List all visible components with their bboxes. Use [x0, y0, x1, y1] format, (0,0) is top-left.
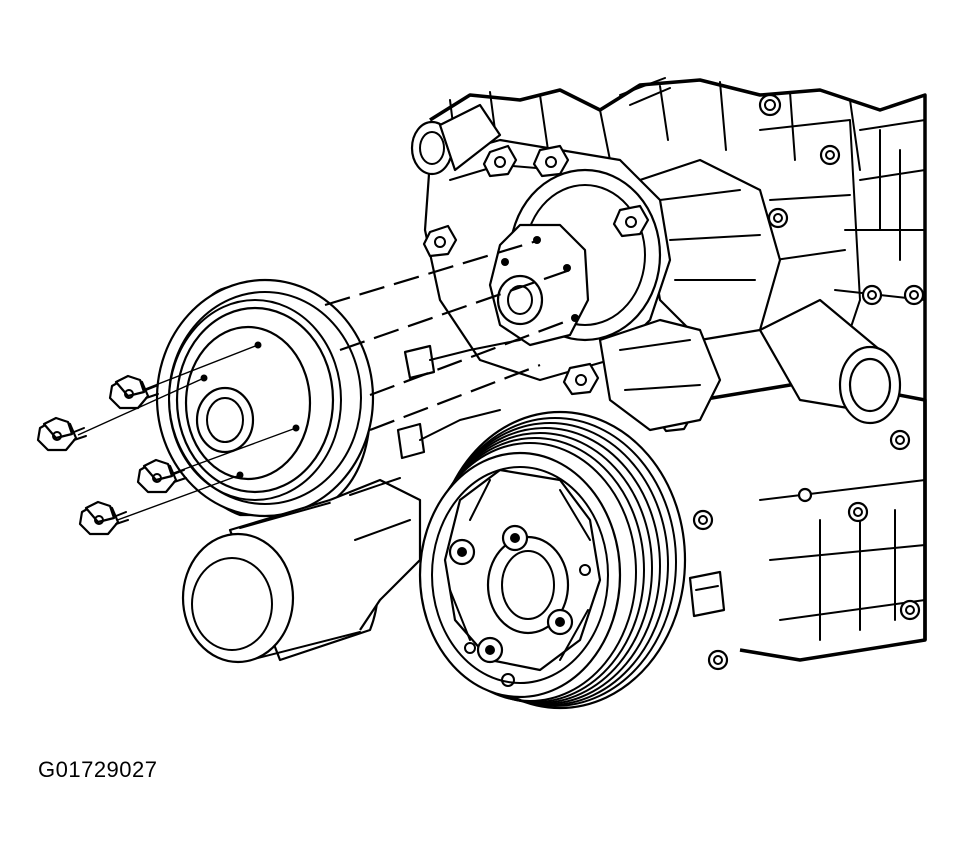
pulley-bolt [108, 374, 159, 410]
wiring-connector [396, 339, 521, 460]
figure-id-label: G01729027 [38, 757, 158, 782]
pump-bolt [532, 144, 570, 178]
balancer-bolt [501, 524, 529, 552]
balancer-bolt [448, 538, 476, 566]
balancer-bolt [546, 608, 574, 636]
pump-bolt [422, 224, 458, 258]
oil-filter [181, 477, 422, 664]
water-pump [410, 103, 722, 433]
water-pump-pulley [155, 278, 375, 518]
alignment-lines [77, 238, 576, 523]
pulley-bolt [136, 458, 187, 494]
pulley-bolt [36, 416, 87, 452]
pump-bolt [482, 144, 518, 178]
pulley-bolt [78, 500, 129, 536]
engine-block [429, 77, 927, 671]
pump-bolt [612, 204, 650, 238]
crankshaft-balancer [418, 410, 687, 710]
balancer-bolt [476, 636, 504, 664]
pump-bolt [562, 362, 600, 396]
